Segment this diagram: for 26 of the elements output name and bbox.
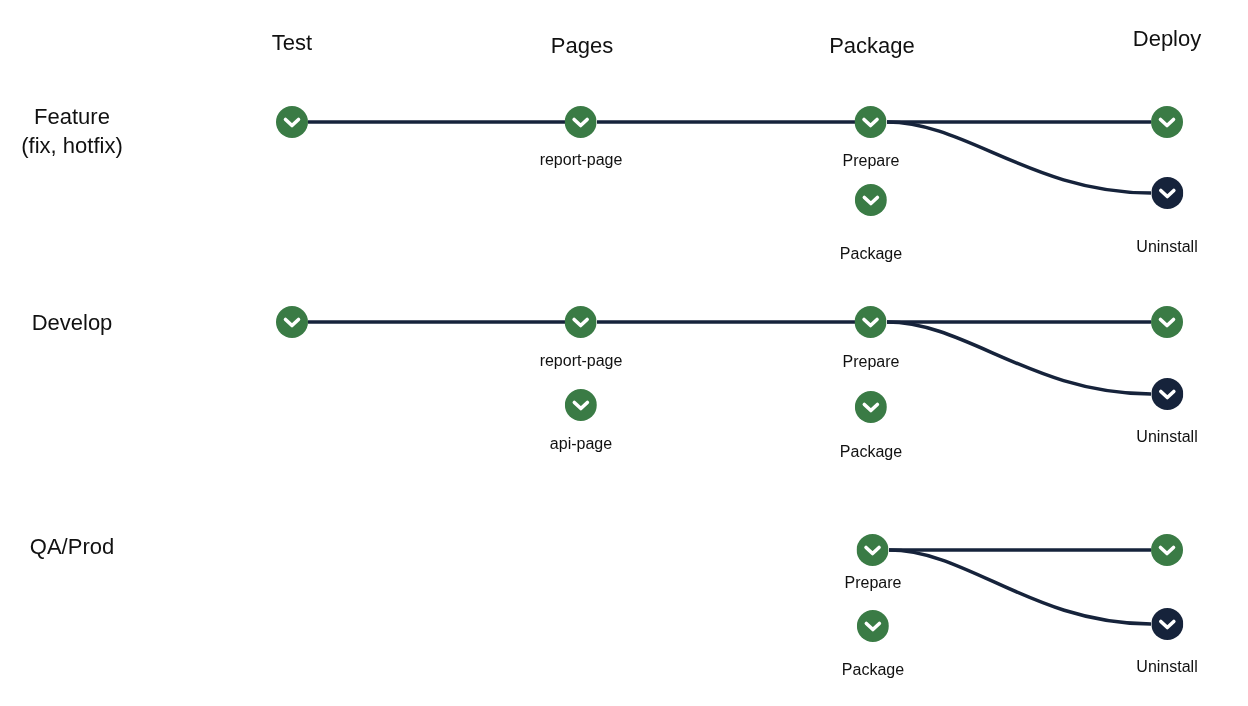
job-label: Package	[841, 661, 905, 679]
connector-line	[886, 320, 1152, 396]
connector-line	[308, 120, 565, 124]
stage-heading: Test	[271, 30, 313, 56]
job-label: Prepare	[844, 574, 902, 592]
stage-heading: Pages	[550, 33, 614, 59]
job-label: Uninstall	[1136, 238, 1198, 256]
job-label: Uninstall	[1136, 428, 1198, 446]
job-label: report-page	[539, 352, 623, 370]
row-label: Feature (fix, hotfix)	[20, 103, 124, 160]
stage-heading: Deploy	[1132, 26, 1202, 52]
job-label: Prepare	[842, 152, 900, 170]
job-label: Uninstall	[1136, 658, 1198, 676]
connector-line	[888, 548, 1152, 626]
stage-heading: Package	[829, 33, 915, 59]
connector-line	[886, 120, 1152, 195]
job-label: Prepare	[842, 353, 900, 371]
connector-line	[308, 320, 565, 324]
row-label: QA/Prod	[29, 534, 115, 560]
job-label: api-page	[549, 435, 613, 453]
job-label: report-page	[539, 151, 623, 169]
row-label: Develop	[31, 310, 113, 336]
connector-line	[597, 320, 855, 324]
job-label: Package	[839, 245, 903, 263]
job-label: Package	[839, 443, 903, 461]
connector-line	[597, 120, 855, 124]
